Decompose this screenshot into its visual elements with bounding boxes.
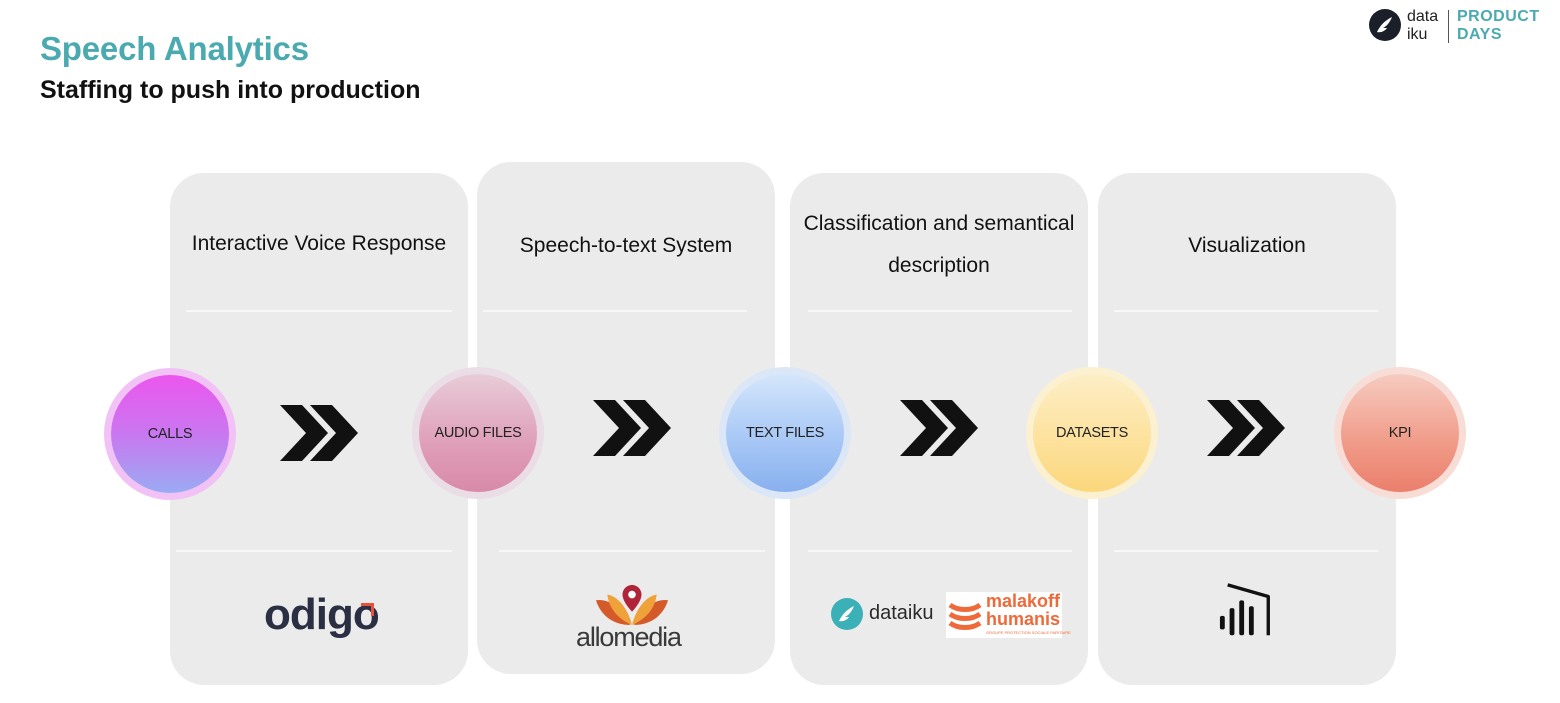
stage-separator bbox=[808, 310, 1072, 312]
node-text-files: TEXT FILES bbox=[726, 374, 844, 492]
malakoff-tagline: GROUPE PROTECTION SOCIALE PARITAIRE bbox=[986, 630, 1071, 635]
page-subtitle: Staffing to push into production bbox=[40, 76, 421, 104]
stage-title-ivr: Interactive Voice Response bbox=[191, 232, 447, 255]
double-chevron-right-icon bbox=[593, 400, 671, 456]
dataiku-wordmark: dataiku bbox=[869, 602, 934, 624]
stage-title-speech-to-text: Speech-to-text System bbox=[519, 234, 733, 257]
brand-word-line1: data bbox=[1407, 8, 1439, 25]
allomedia-lotus-icon bbox=[595, 585, 669, 625]
stage-separator bbox=[1114, 310, 1378, 312]
dataiku-circle-icon bbox=[831, 598, 863, 630]
node-label: CALLS bbox=[147, 426, 193, 442]
dataiku-bird-icon bbox=[1369, 9, 1401, 41]
stage-title-visualization: Visualization bbox=[1188, 234, 1306, 257]
brand-event-line1: PRODUCT bbox=[1457, 8, 1540, 25]
node-datasets: DATASETS bbox=[1033, 374, 1151, 492]
node-label: TEXT FILES bbox=[745, 425, 825, 441]
stage-separator bbox=[499, 550, 765, 552]
double-chevron-right-icon bbox=[280, 405, 358, 461]
node-kpi: KPI bbox=[1341, 374, 1459, 492]
malakoff-wordmark-line1: malakoff bbox=[986, 591, 1061, 611]
stage-separator bbox=[176, 550, 452, 552]
malakoff-wordmark-line2: humanis bbox=[986, 609, 1061, 629]
malakoff-waves-icon bbox=[948, 602, 982, 630]
node-audio-files: AUDIO FILES bbox=[419, 374, 537, 492]
power-bi-icon bbox=[1219, 583, 1270, 636]
brand-divider bbox=[1448, 10, 1449, 43]
stage-separator bbox=[808, 550, 1072, 552]
malakoff-logo: malakoff humanis GROUPE PROTECTION SOCIA… bbox=[946, 591, 1071, 638]
node-calls: CALLS bbox=[111, 375, 229, 493]
odigo-accent-icon bbox=[361, 603, 374, 616]
allomedia-wordmark: allomedia bbox=[576, 622, 682, 652]
stage-separator bbox=[186, 310, 452, 312]
stage-title-classification-line2: description bbox=[888, 254, 990, 277]
odigo-wordmark: odigo bbox=[264, 590, 380, 639]
stage-separator bbox=[483, 310, 747, 312]
page-title: Speech Analytics bbox=[40, 30, 309, 67]
odigo-logo: odigo bbox=[264, 590, 380, 640]
double-chevron-right-icon bbox=[1207, 400, 1285, 456]
stage-title-classification-line1: Classification and semantical bbox=[803, 212, 1075, 235]
double-chevron-right-icon bbox=[900, 400, 978, 456]
node-label: KPI bbox=[1388, 425, 1412, 441]
brand-word-line2: iku bbox=[1407, 26, 1428, 43]
stage-separator bbox=[1114, 550, 1378, 552]
dataiku-logo: dataiku bbox=[869, 602, 934, 625]
node-label: AUDIO FILES bbox=[434, 425, 522, 441]
allomedia-logo: allomedia bbox=[576, 622, 682, 653]
brand-logo: data iku PRODUCT DAYS bbox=[1368, 7, 1553, 47]
node-label: DATASETS bbox=[1056, 425, 1128, 441]
brand-event-line2: DAYS bbox=[1457, 26, 1502, 43]
